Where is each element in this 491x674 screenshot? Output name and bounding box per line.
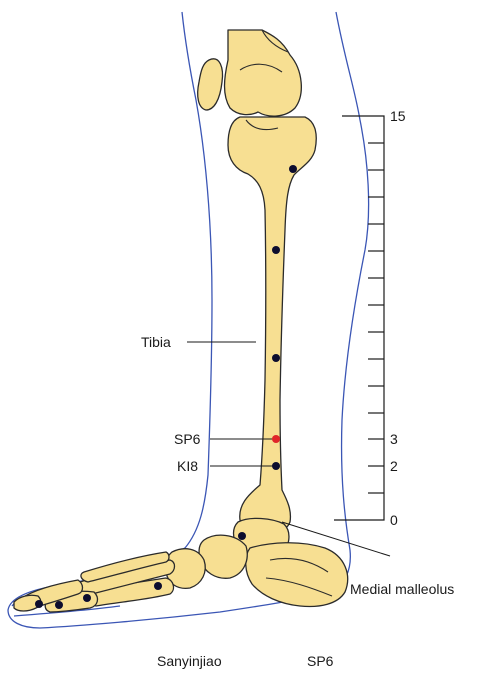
ruler-label-15: 15 (390, 108, 406, 124)
tibia-label: Tibia (141, 334, 171, 350)
acupoint-marker (289, 165, 297, 173)
medial-malleolus-label: Medial malleolus (350, 581, 454, 597)
tibia-bone (228, 117, 316, 534)
ruler-label-3: 3 (390, 431, 398, 447)
sp6-acupoint-marker (272, 435, 280, 443)
ruler-label-0: 0 (390, 512, 398, 528)
acupoint-marker (238, 532, 246, 540)
acupoint-marker (272, 354, 280, 362)
femur-bone (225, 30, 302, 116)
patella-bone (198, 59, 223, 110)
ruler-label-2: 2 (390, 458, 398, 474)
ki8-label: KI8 (177, 458, 198, 474)
acupoint-marker (154, 582, 162, 590)
calcaneus-bone (246, 543, 348, 607)
navicular-bone (199, 535, 247, 578)
sp6-label: SP6 (174, 431, 201, 447)
acupoint-marker (272, 246, 280, 254)
acupoint-marker (83, 594, 91, 602)
ki8-acupoint-marker (272, 462, 280, 470)
skin-outline (8, 12, 369, 628)
measurement-ruler: 15 3 2 0 (334, 108, 406, 528)
caption-code: SP6 (307, 653, 334, 669)
caption-pinyin: Sanyinjiao (157, 653, 222, 669)
acupoint-marker (55, 601, 63, 609)
acupoint-marker (35, 600, 43, 608)
